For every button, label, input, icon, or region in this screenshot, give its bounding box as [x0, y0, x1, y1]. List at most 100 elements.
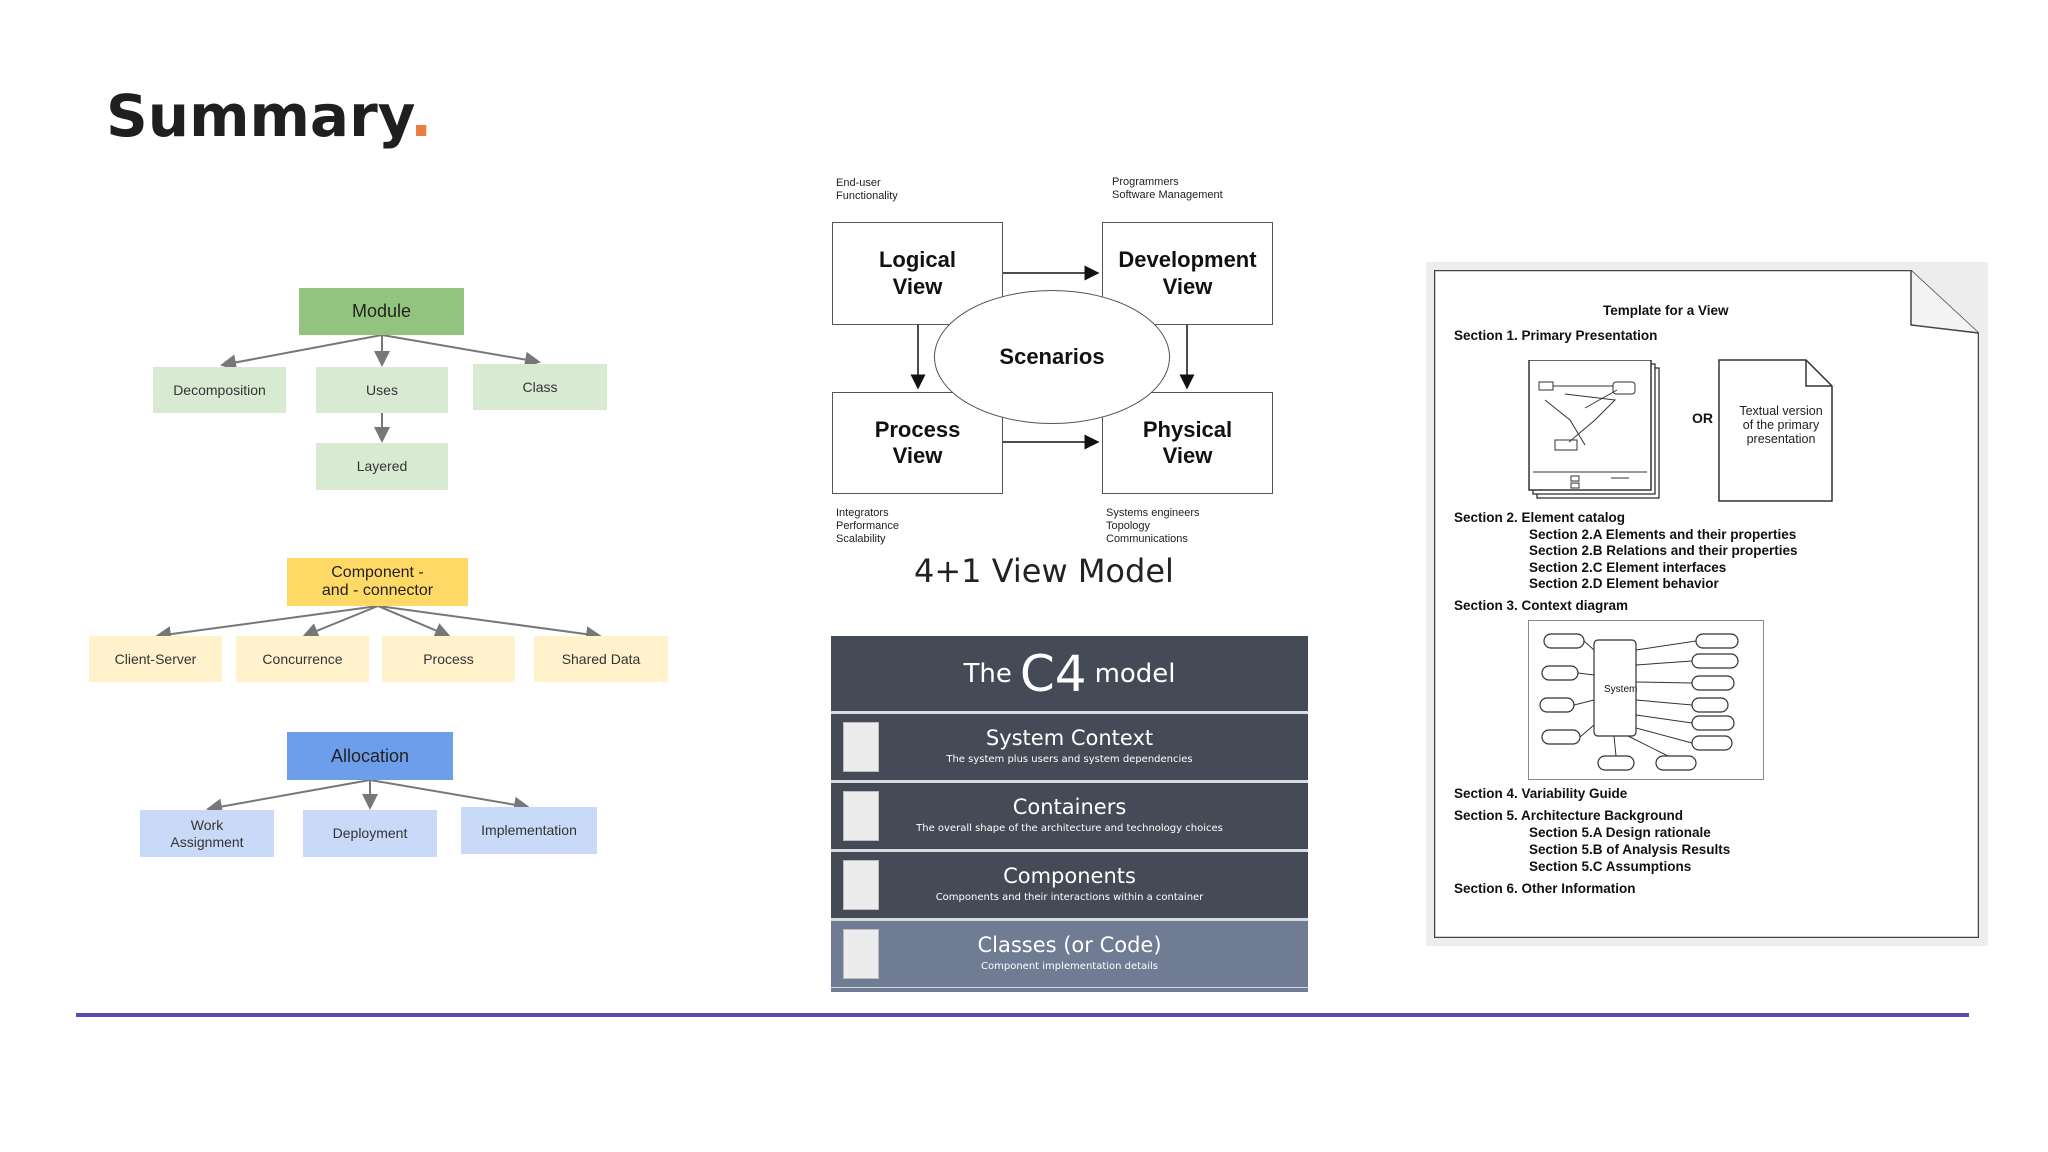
note-line: Topology	[1106, 520, 1151, 533]
template-section-1: Section 1. Primary Presentation	[1454, 328, 1658, 343]
module-node: Module	[299, 288, 464, 335]
c4-bottom-bar	[831, 988, 1308, 992]
or-label: OR	[1692, 410, 1713, 426]
shared-data-node: Shared Data	[534, 636, 668, 682]
layered-node: Layered	[316, 443, 448, 490]
c4-row-classes: Classes (or Code) Component implementati…	[831, 921, 1308, 987]
system-label: System	[1604, 684, 1637, 695]
note-line: Software Management	[1112, 189, 1223, 202]
deployment-node: Deployment	[303, 810, 437, 857]
template-section-5a: Section 5.A Design rationale	[1529, 825, 1711, 840]
connector-line	[377, 605, 451, 638]
textual-version-document-icon	[1718, 359, 1833, 502]
note-line: Performance	[836, 520, 899, 533]
primary-presentation-graphic-icon	[1528, 360, 1660, 499]
connector-line	[302, 605, 379, 639]
implementation-node: Implementation	[461, 807, 597, 854]
note-line: Scalability	[836, 533, 886, 546]
box-line: Logical	[878, 247, 956, 273]
c4-title: The C4 model	[831, 636, 1308, 711]
physical-view-box: Physical View	[1102, 392, 1273, 494]
note-line: Systems engineers	[1106, 507, 1200, 519]
diagram-thumbnail-icon	[843, 722, 879, 772]
c4-level-name: Classes (or Code)	[977, 933, 1162, 957]
c4-row-components: Components Components and their interact…	[831, 852, 1308, 918]
c4-level-desc: Components and their interactions within…	[935, 892, 1204, 903]
c4-title-post: model	[1094, 658, 1176, 689]
connector-line	[381, 334, 541, 368]
box-line: Development	[1118, 247, 1257, 273]
development-view-note: Programmers Software Management	[1112, 176, 1223, 202]
textual-version-text: Textual version of the primary presentat…	[1736, 404, 1826, 446]
component-connector-line1: Component -	[331, 563, 424, 581]
scenarios-ellipse: Scenarios	[934, 290, 1170, 424]
work-assignment-line1: Work	[190, 817, 224, 834]
component-connector-node: Component - and - connector	[287, 558, 468, 606]
box-line: View	[892, 273, 943, 299]
diagram-thumbnail-icon	[843, 929, 879, 979]
diagram-thumbnail-icon	[843, 791, 879, 841]
process-view-note: Integrators Performance Scalability	[836, 507, 899, 547]
footer-divider	[76, 1013, 1969, 1017]
template-section-5: Section 5. Architecture Background	[1454, 808, 1684, 823]
connector-line	[206, 779, 371, 815]
template-section-5c: Section 5.C Assumptions	[1529, 859, 1692, 874]
c4-model-panel: The C4 model System Context The system p…	[831, 636, 1308, 992]
c4-level-desc: The system plus users and system depende…	[946, 754, 1193, 765]
note-line: Functionality	[836, 190, 898, 203]
template-section-2: Section 2. Element catalog	[1454, 510, 1626, 525]
c4-level-desc: Component implementation details	[981, 961, 1158, 972]
component-connector-line2: and - connector	[321, 582, 434, 599]
note-line: Communications	[1106, 533, 1188, 546]
c4-level-name: Components	[1003, 864, 1136, 888]
template-section-2d: Section 2.D Element behavior	[1529, 576, 1719, 591]
box-line: Process	[874, 416, 961, 442]
template-section-2b: Section 2.B Relations and their properti…	[1529, 543, 1798, 558]
logical-view-note: End-user Functionality	[836, 177, 898, 203]
client-server-node: Client-Server	[89, 636, 222, 682]
work-assignment-line2: Assignment	[170, 833, 244, 850]
c4-level-desc: The overall shape of the architecture an…	[916, 823, 1223, 834]
uses-node: Uses	[316, 367, 448, 413]
box-line: View	[1162, 443, 1213, 468]
c4-row-system-context: System Context The system plus users and…	[831, 714, 1308, 780]
textual-line: presentation	[1746, 431, 1816, 446]
template-section-5b: Section 5.B of Analysis Results	[1529, 842, 1731, 857]
logical-view-box: Logical View	[832, 222, 1003, 325]
process-view-box: Process View	[832, 392, 1003, 494]
box-line: Physical	[1142, 416, 1233, 442]
box-line: View	[1162, 273, 1213, 299]
textual-line: of the primary	[1742, 417, 1820, 432]
c4-title-big: C4	[1019, 644, 1087, 703]
template-section-3: Section 3. Context diagram	[1454, 598, 1629, 613]
c4-title-pre: The	[963, 658, 1012, 689]
template-section-2c: Section 2.C Element interfaces	[1529, 560, 1727, 575]
template-section-6: Section 6. Other Information	[1454, 881, 1636, 896]
note-line: Programmers	[1112, 176, 1179, 188]
connector-line	[369, 779, 530, 813]
template-section-2a: Section 2.A Elements and their propertie…	[1529, 527, 1797, 542]
allocation-node: Allocation	[287, 732, 453, 780]
work-assignment-node: Work Assignment	[140, 810, 274, 857]
decomposition-node: Decomposition	[153, 367, 286, 413]
box-line: View	[892, 443, 943, 468]
concurrence-node: Concurrence	[236, 636, 369, 682]
slide-title-text: Summary	[106, 82, 411, 150]
note-line: Integrators	[836, 507, 889, 519]
template-section-4: Section 4. Variability Guide	[1454, 786, 1628, 801]
connector-line	[377, 605, 602, 643]
c4-row-containers: Containers The overall shape of the arch…	[831, 783, 1308, 849]
process-node: Process	[382, 636, 515, 682]
slide-title: Summary.	[106, 82, 432, 150]
physical-view-note: Systems engineers Topology Communication…	[1106, 507, 1200, 547]
c4-level-name: Containers	[1012, 795, 1127, 819]
title-accent-dot: .	[410, 82, 433, 150]
c4-level-name: System Context	[985, 726, 1154, 750]
connector-line	[155, 605, 379, 643]
paper-fold-corner	[1910, 270, 1979, 334]
context-diagram-graphic-icon: System	[1528, 620, 1764, 780]
class-node: Class	[473, 364, 607, 410]
textual-line: Textual version	[1739, 404, 1823, 418]
